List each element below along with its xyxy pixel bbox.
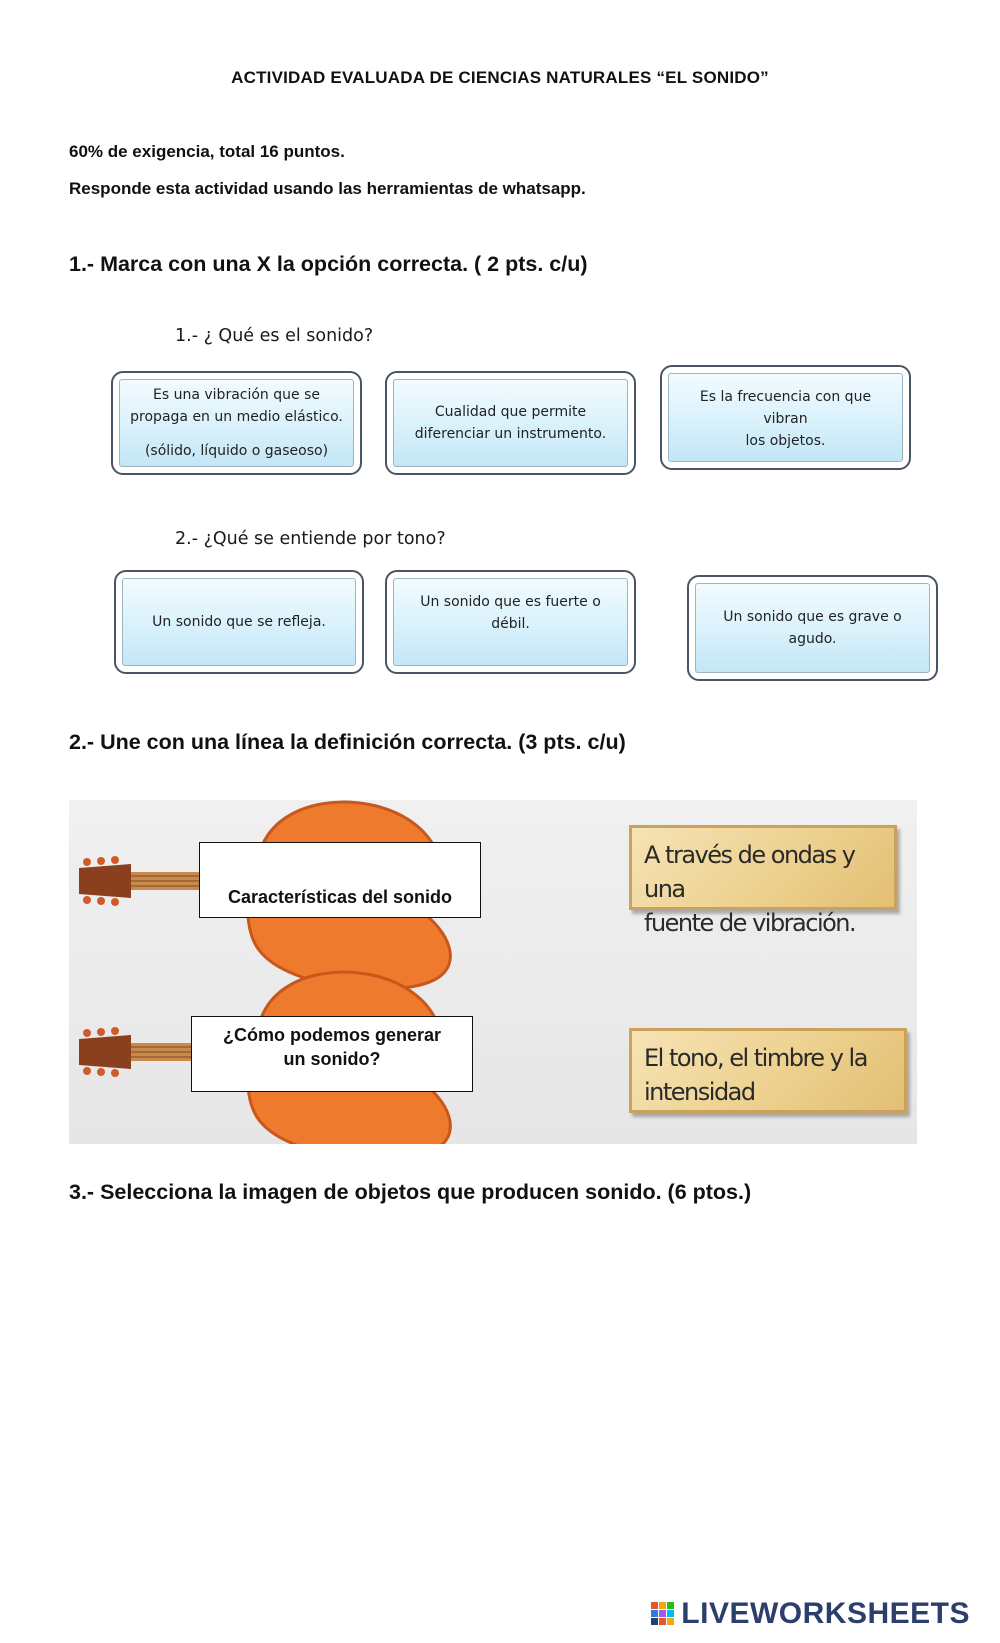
q2-option-b-label: Un sonido que es fuerte o débil. (393, 578, 628, 666)
definition-text: fuente de vibración. (644, 909, 857, 937)
grading-requirement: 60% de exigencia, total 16 puntos. (69, 142, 345, 161)
matching-panel: Características del sonido ¿Cómo podemos… (69, 800, 917, 1144)
option-text: débil. (491, 616, 530, 632)
definition-card-tone[interactable]: El tono, el timbre y la intensidad (629, 1028, 907, 1113)
q2-option-c-label: Un sonido que es grave o agudo. (695, 583, 930, 673)
definition-text: intensidad (644, 1078, 756, 1106)
option-text: diferenciar un instrumento. (414, 426, 607, 442)
option-text: propaga en un medio elástico. (130, 409, 343, 425)
q1-option-a-label: Es una vibración que se propaga en un me… (119, 379, 354, 467)
logo-text: LIVEWORKSHEETS (681, 1597, 970, 1630)
q1-prompt: 1.- ¿ Qué es el sonido? (175, 326, 374, 346)
definition-card-waves[interactable]: A través de ondas y una fuente de vibrac… (629, 825, 897, 937)
liveworksheets-logo: LIVEWORKSHEETS (651, 1597, 970, 1631)
option-text: Un sonido que es grave o (723, 609, 902, 625)
option-text: agudo. (788, 631, 837, 647)
match-box-text: un sonido? (283, 1049, 381, 1069)
match-box-how-generate[interactable]: ¿Cómo podemos generar un sonido? (191, 1016, 473, 1092)
q1-option-b[interactable]: Cualidad que permite diferenciar un inst… (385, 371, 636, 475)
definition-text: El tono, el timbre y la (644, 1044, 868, 1072)
option-text: los objetos. (745, 433, 826, 449)
section3-heading: 3.- Selecciona la imagen de objetos que … (69, 1180, 752, 1204)
worksheet-title: ACTIVIDAD EVALUADA DE CIENCIAS NATURALES… (231, 68, 769, 87)
q2-option-a-label: Un sonido que se refleja. (122, 578, 356, 666)
q2-option-a[interactable]: Un sonido que se refleja. (114, 570, 364, 674)
definition-text: A través de ondas y una (644, 841, 856, 903)
option-text: Cualidad que permite (434, 404, 587, 420)
logo-icon (651, 1602, 675, 1625)
option-text: (sólido, líquido o gaseoso) (144, 443, 329, 459)
instructions: Responde esta actividad usando las herra… (69, 179, 586, 198)
q1-option-b-label: Cualidad que permite diferenciar un inst… (393, 379, 628, 467)
option-text: Un sonido que es fuerte o (420, 594, 601, 610)
q2-prompt: 2.- ¿Qué se entiende por tono? (175, 529, 446, 549)
q1-option-a[interactable]: Es una vibración que se propaga en un me… (111, 371, 362, 475)
match-box-text: ¿Cómo podemos generar (222, 1025, 442, 1045)
option-text: Es la frecuencia con que vibran (699, 389, 872, 427)
q2-option-b[interactable]: Un sonido que es fuerte o débil. (385, 570, 636, 674)
section2-heading: 2.- Une con una línea la definición corr… (69, 730, 626, 754)
option-text: Un sonido que se refleja. (152, 614, 326, 630)
q1-option-c-label: Es la frecuencia con que vibran los obje… (668, 373, 903, 462)
match-box-characteristics[interactable]: Características del sonido (199, 842, 481, 918)
section1-heading: 1.- Marca con una X la opción correcta. … (69, 252, 588, 276)
q1-option-c[interactable]: Es la frecuencia con que vibran los obje… (660, 365, 911, 470)
q2-option-c[interactable]: Un sonido que es grave o agudo. (687, 575, 938, 681)
option-text: Es una vibración que se (153, 387, 320, 403)
